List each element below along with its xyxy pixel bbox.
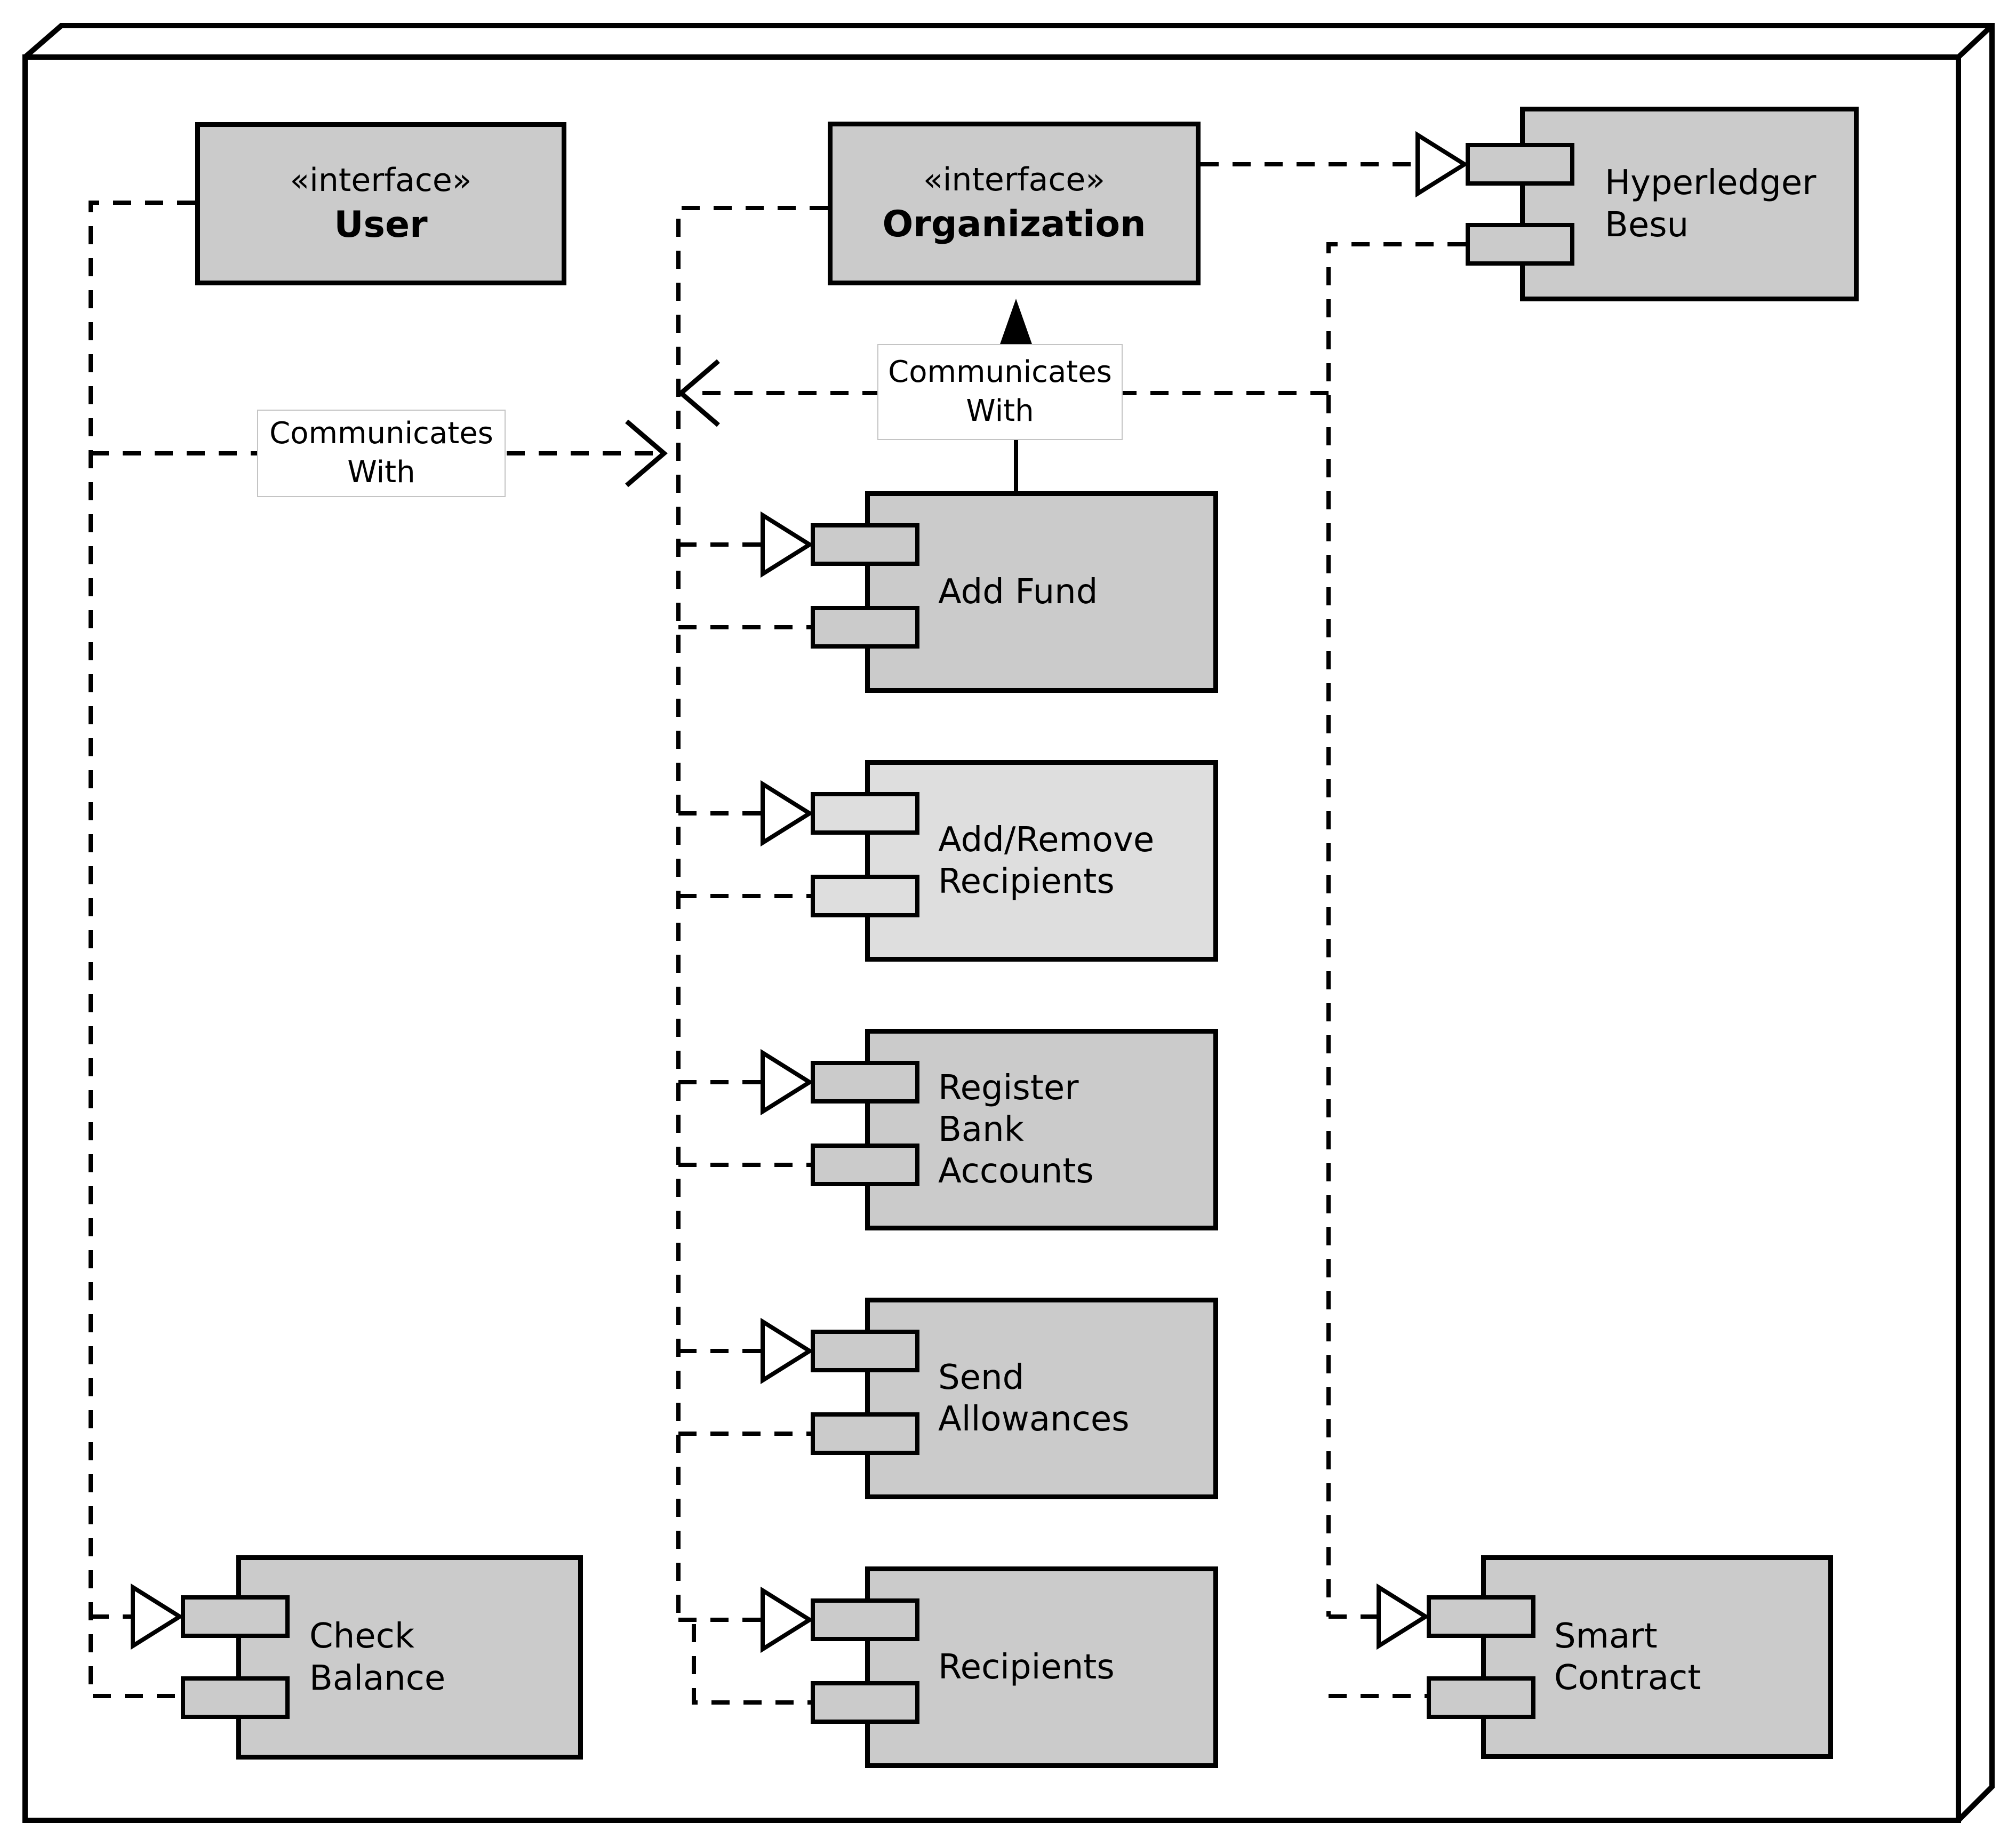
send-allowances-port-bottom [811,1412,919,1455]
open-arrowhead-check-balance-icon [131,1583,184,1650]
component-hyperledger-besu: Hyperledger Besu [1520,107,1859,301]
user-communicates-with-line2: With [347,455,415,490]
smart-contract-label-line1: Smart [1554,1616,1658,1656]
register-bank-accounts-port-bottom [811,1144,919,1186]
smart-contract-port-top [1427,1595,1535,1638]
check-balance-label-line1: Check [309,1617,414,1657]
besu-communicates-with-line2: With [966,394,1034,428]
hyperledger-besu-port-bottom [1466,223,1574,266]
user-communicates-with-line1: Communicates [269,416,493,451]
component-add-remove-recipients: Add/Remove Recipients [865,760,1218,962]
add-remove-recipients-port-bottom [811,875,919,917]
organization-stereotype: «interface» [923,161,1105,199]
register-bank-accounts-label-line2: Bank [938,1109,1024,1149]
check-balance-port-top [181,1595,290,1638]
open-arrowhead-add-fund-icon [761,511,814,578]
add-fund-port-top [811,523,919,566]
connector-organization-bus [676,206,828,1620]
component-recipients: Recipients [865,1566,1218,1768]
v-arrowhead-besu-communicates-icon [677,359,720,427]
component-check-balance: Check Balance [236,1555,583,1760]
user-name: User [334,203,428,246]
interface-organization-box: «interface» Organization [828,122,1201,285]
open-arrowhead-recipients-icon [761,1586,814,1653]
hyperledger-besu-port-top [1466,143,1574,186]
system-boundary-node [22,23,1995,1823]
add-remove-recipients-label-line2: Recipients [938,862,1115,901]
system-node-front-face [22,54,1961,1823]
interface-user-box: «interface» User [195,122,566,285]
register-bank-accounts-port-top [811,1061,919,1104]
besu-communicates-with-line1: Communicates [888,355,1112,390]
user-stereotype: «interface» [290,161,472,199]
register-bank-accounts-label-line3: Accounts [938,1152,1094,1192]
smart-contract-port-bottom [1427,1676,1535,1719]
organization-name: Organization [882,203,1146,246]
component-register-bank-accounts: Register Bank Accounts [865,1029,1218,1230]
add-remove-recipients-port-top [811,792,919,835]
hyperledger-besu-label-line2: Besu [1605,205,1689,245]
send-allowances-port-top [811,1330,919,1372]
v-arrowhead-user-communicates-icon [625,419,668,487]
component-smart-contract: Smart Contract [1481,1555,1833,1759]
system-node-3d-edges [23,23,1995,1822]
add-remove-recipients-label-line1: Add/Remove [938,820,1155,860]
open-arrowhead-smart-contract-icon [1377,1583,1430,1650]
edge-label-user-communicates-with: Communicates With [257,410,506,497]
send-allowances-label-line1: Send [938,1357,1025,1397]
recipients-port-bottom [811,1681,919,1724]
recipients-label: Recipients [938,1647,1115,1687]
connector-besu-bus [1326,242,1466,1617]
check-balance-port-bottom [181,1676,290,1719]
add-fund-port-bottom [811,606,919,649]
hyperledger-besu-label-line1: Hyperledger [1605,163,1817,203]
send-allowances-label-line2: Allowances [938,1400,1130,1439]
check-balance-label-line2: Balance [309,1658,446,1698]
recipients-port-top [811,1598,919,1641]
smart-contract-label-line2: Contract [1554,1658,1701,1698]
connector-recipients-bottom [692,1624,811,1705]
add-fund-label: Add Fund [938,572,1098,612]
component-add-fund: Add Fund [865,491,1218,693]
open-arrowhead-send-allowances-icon [761,1317,814,1385]
open-arrowhead-register-icon [761,1049,814,1116]
open-arrowhead-add-remove-icon [761,780,814,847]
edge-label-besu-communicates-with: Communicates With [877,344,1123,440]
register-bank-accounts-label-line1: Register [938,1068,1079,1108]
connector-user-bus [89,201,195,1698]
component-send-allowances: Send Allowances [865,1298,1218,1499]
open-arrowhead-besu-icon [1415,131,1469,198]
